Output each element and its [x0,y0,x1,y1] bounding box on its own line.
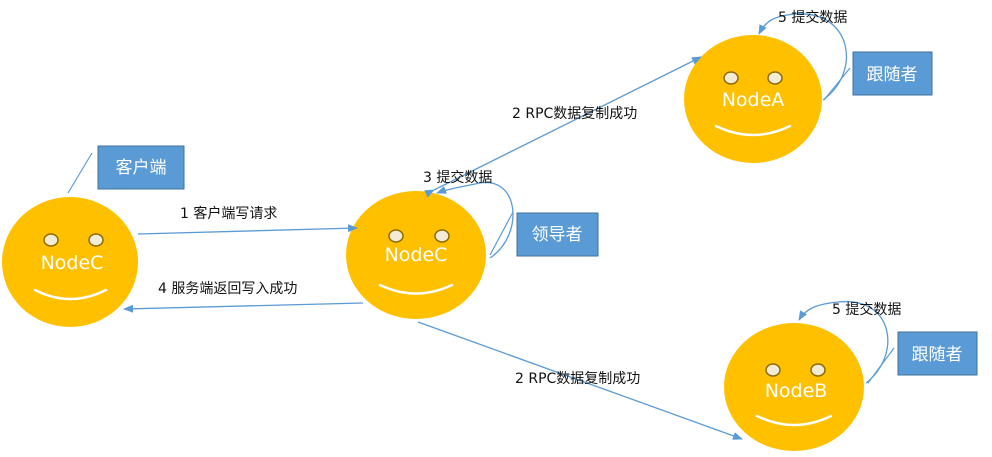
leader-node-body [346,191,486,319]
follower-a-right-eye [767,71,783,85]
client-tag-box [97,145,185,190]
follower-a-tag-callout-line [823,67,851,101]
edge-rpc-to-b-arrow [417,321,743,440]
leader-tag-label: 领导者 [532,225,583,245]
leader-node: NodeC [346,191,486,319]
edge-client-write-arrow [137,224,358,235]
edge-leader-commit-label: 3 提交数据 [423,169,492,186]
client-left-eye [43,233,59,247]
client-node-label: NodeC [41,252,104,274]
leader-node-label: NodeC [385,244,448,266]
edge-write-success-label: 4 服务端返回写入成功 [158,281,297,297]
edge-leader-commit-loop [436,181,514,259]
edge-b-commit-label: 5 提交数据 [832,301,901,318]
edge-b-commit-loop [798,301,889,384]
client-right-eye [88,233,104,247]
leader-right-eye [434,229,450,243]
follower-b-smile [755,414,833,427]
follower-a-tag-label: 跟随者 [867,65,918,85]
follower-b-right-eye [810,363,826,377]
edge-rpc-to-b-label: 2 RPC数据复制成功 [515,370,640,387]
follower-b-tag-box [897,331,978,376]
client-node-body [2,197,138,327]
follower-a-tag-box [852,51,933,96]
follower-a-node-label: NodeA [722,89,785,111]
follower-b-left-eye [765,363,781,377]
edge-rpc-to-a-label: 2 RPC数据复制成功 [512,105,637,122]
follower-b-tag-label: 跟随者 [912,345,963,365]
follower-a-node: NodeA [684,35,822,163]
edge-write-success-arrow [123,302,364,313]
leader-tag-box [516,212,599,257]
follower-b-node-label: NodeB [765,380,828,402]
follower-a-smile [714,124,792,137]
leader-tag-callout-line [489,211,514,256]
follower-a-left-eye [723,71,739,85]
leader-smile [378,283,454,295]
client-tag-callout-line [67,152,93,194]
follower-a-node-body [684,35,822,163]
follower-b-node: NodeB [724,323,864,451]
edge-client-write-label: 1 客户端写请求 [180,205,277,222]
edge-a-commit-label: 5 提交数据 [778,9,847,26]
client-smile [33,288,108,301]
edge-a-commit-loop [758,13,848,101]
client-node: NodeC [2,197,138,327]
follower-b-node-body [724,323,864,451]
client-tag-label: 客户端 [116,158,167,178]
edge-rpc-to-a-arrow [424,56,702,198]
leader-left-eye [388,229,404,243]
